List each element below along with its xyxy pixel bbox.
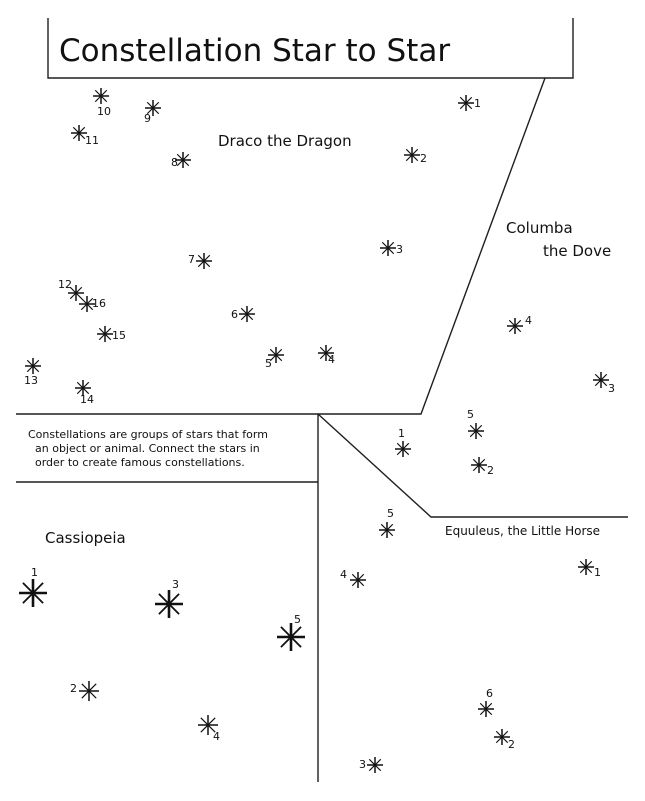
draco-star-number-6: 6 <box>231 308 238 321</box>
draco-star-11: 11 <box>71 125 99 147</box>
draco-star-1: 1 <box>458 95 481 111</box>
columba-stars: 1 2 3 4 5 <box>395 314 615 477</box>
equuleus-star-3: 3 <box>359 757 383 773</box>
draco-label: Draco the Dragon <box>218 132 352 150</box>
draco-star-number-4: 4 <box>328 353 335 366</box>
columba-star-5: 5 <box>467 408 484 439</box>
draco-star-8: 8 <box>171 152 191 169</box>
draco-star-12: 12 <box>58 278 84 301</box>
draco-star-16: 16 <box>79 296 106 312</box>
title-box: Constellation Star to Star <box>47 18 574 79</box>
columba-star-1: 1 <box>395 427 411 457</box>
draco-star-number-1: 1 <box>474 97 481 110</box>
draco-star-number-2: 2 <box>420 152 427 165</box>
draco-star-5: 5 <box>265 347 284 370</box>
draco-star-number-3: 3 <box>396 243 403 256</box>
constellation-labels: Draco the Dragon Columba the Dove Cassio… <box>45 132 611 547</box>
columba-star-number-5: 5 <box>467 408 474 421</box>
draco-star-3: 3 <box>380 240 403 256</box>
page-title: Constellation Star to Star <box>59 33 450 69</box>
draco-star-15: 15 <box>97 326 126 342</box>
instruction-line-2: an object or animal. Connect the stars i… <box>35 442 260 455</box>
equuleus-star-number-3: 3 <box>359 758 366 771</box>
draco-star-number-9: 9 <box>144 112 151 125</box>
draco-star-number-16: 16 <box>92 297 106 310</box>
equuleus-star-number-6: 6 <box>486 687 493 700</box>
cassiopeia-star-number-1: 1 <box>31 566 38 579</box>
columba-star-number-4: 4 <box>525 314 532 327</box>
equuleus-star-2: 2 <box>494 729 515 751</box>
draco-star-6: 6 <box>231 306 255 322</box>
columba-star-2: 2 <box>471 457 494 477</box>
draco-star-13: 13 <box>24 358 41 387</box>
section-dividers <box>16 77 628 782</box>
cassiopeia-star-4: 4 <box>198 715 220 743</box>
columba-label-line-1: Columba <box>506 219 573 237</box>
draco-star-number-14: 14 <box>80 393 94 406</box>
draco-section-border <box>16 77 546 415</box>
equuleus-section-border <box>317 413 628 518</box>
draco-star-number-11: 11 <box>85 134 99 147</box>
draco-star-10: 10 <box>93 88 111 118</box>
draco-star-9: 9 <box>144 100 161 125</box>
columba-star-number-2: 2 <box>487 464 494 477</box>
cassiopeia-star-3: 3 <box>155 578 183 618</box>
equuleus-star-number-1: 1 <box>594 566 601 579</box>
equuleus-star-4: 4 <box>340 568 366 588</box>
draco-star-number-13: 13 <box>24 374 38 387</box>
equuleus-label: Equuleus, the Little Horse <box>445 524 600 538</box>
cassiopeia-star-number-3: 3 <box>172 578 179 591</box>
equuleus-stars: 1 2 3 4 5 6 <box>340 507 601 773</box>
cassiopeia-star-5: 5 <box>277 613 305 651</box>
columba-star-3: 3 <box>593 372 615 395</box>
draco-star-number-15: 15 <box>112 329 126 342</box>
columba-label-line-2: the Dove <box>543 242 611 260</box>
equuleus-star-number-5: 5 <box>387 507 394 520</box>
cassiopeia-star-number-4: 4 <box>213 730 220 743</box>
equuleus-star-number-2: 2 <box>508 738 515 751</box>
columba-star-4: 4 <box>507 314 532 334</box>
draco-star-number-12: 12 <box>58 278 72 291</box>
instruction-line-3: order to create famous constellations. <box>35 456 245 469</box>
draco-star-number-7: 7 <box>188 253 195 266</box>
equuleus-star-6: 6 <box>478 687 494 717</box>
equuleus-star-5: 5 <box>379 507 395 538</box>
cassiopeia-label: Cassiopeia <box>45 529 126 547</box>
columba-star-number-1: 1 <box>398 427 405 440</box>
draco-star-number-8: 8 <box>171 156 178 169</box>
cassiopeia-star-2: 2 <box>70 681 99 701</box>
draco-star-7: 7 <box>188 253 212 269</box>
equuleus-star-number-4: 4 <box>340 568 347 581</box>
draco-star-2: 2 <box>404 147 427 165</box>
draco-star-4: 4 <box>318 345 335 366</box>
instruction-line-1: Constellations are groups of stars that … <box>28 428 268 441</box>
equuleus-star-1: 1 <box>578 559 601 579</box>
cassiopeia-stars: 1 2 3 4 5 <box>19 566 305 743</box>
instructions-block: Constellations are groups of stars that … <box>28 428 268 469</box>
cassiopeia-star-number-5: 5 <box>294 613 301 626</box>
draco-star-number-5: 5 <box>265 357 272 370</box>
draco-star-14: 14 <box>75 380 94 406</box>
cassiopeia-star-number-2: 2 <box>70 682 77 695</box>
columba-star-number-3: 3 <box>608 382 615 395</box>
cassiopeia-star-1: 1 <box>19 566 47 607</box>
draco-star-number-10: 10 <box>97 105 111 118</box>
